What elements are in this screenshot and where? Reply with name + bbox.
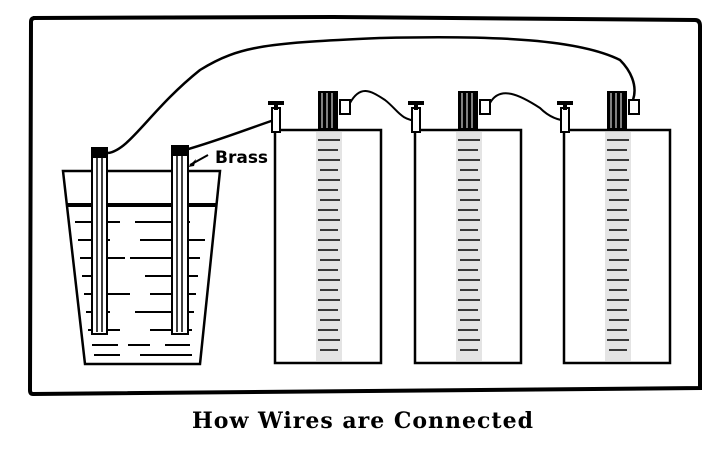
wire-cell1-cell2 — [349, 90, 419, 122]
glass-jar — [61, 145, 222, 366]
wire-brass — [184, 116, 281, 152]
diagram-frame — [27, 14, 702, 397]
wire-main — [107, 35, 636, 155]
wire-cell2-cell3 — [489, 92, 571, 122]
zinc-electrode — [91, 147, 108, 335]
binding-post-1 — [268, 101, 284, 133]
dry-cell-3 — [557, 91, 672, 365]
dry-cell-1 — [268, 91, 383, 365]
brass-label: Brass — [215, 148, 268, 168]
binding-post-2 — [408, 101, 424, 133]
dry-cell-2 — [408, 91, 523, 365]
carbon-terminal-2 — [458, 91, 491, 130]
brass-electrode — [171, 145, 189, 335]
carbon-terminal-1 — [318, 91, 351, 130]
carbon-terminal-3 — [607, 91, 640, 130]
binding-post-3 — [557, 101, 573, 133]
figure-caption: How Wires are Connected — [192, 408, 534, 434]
